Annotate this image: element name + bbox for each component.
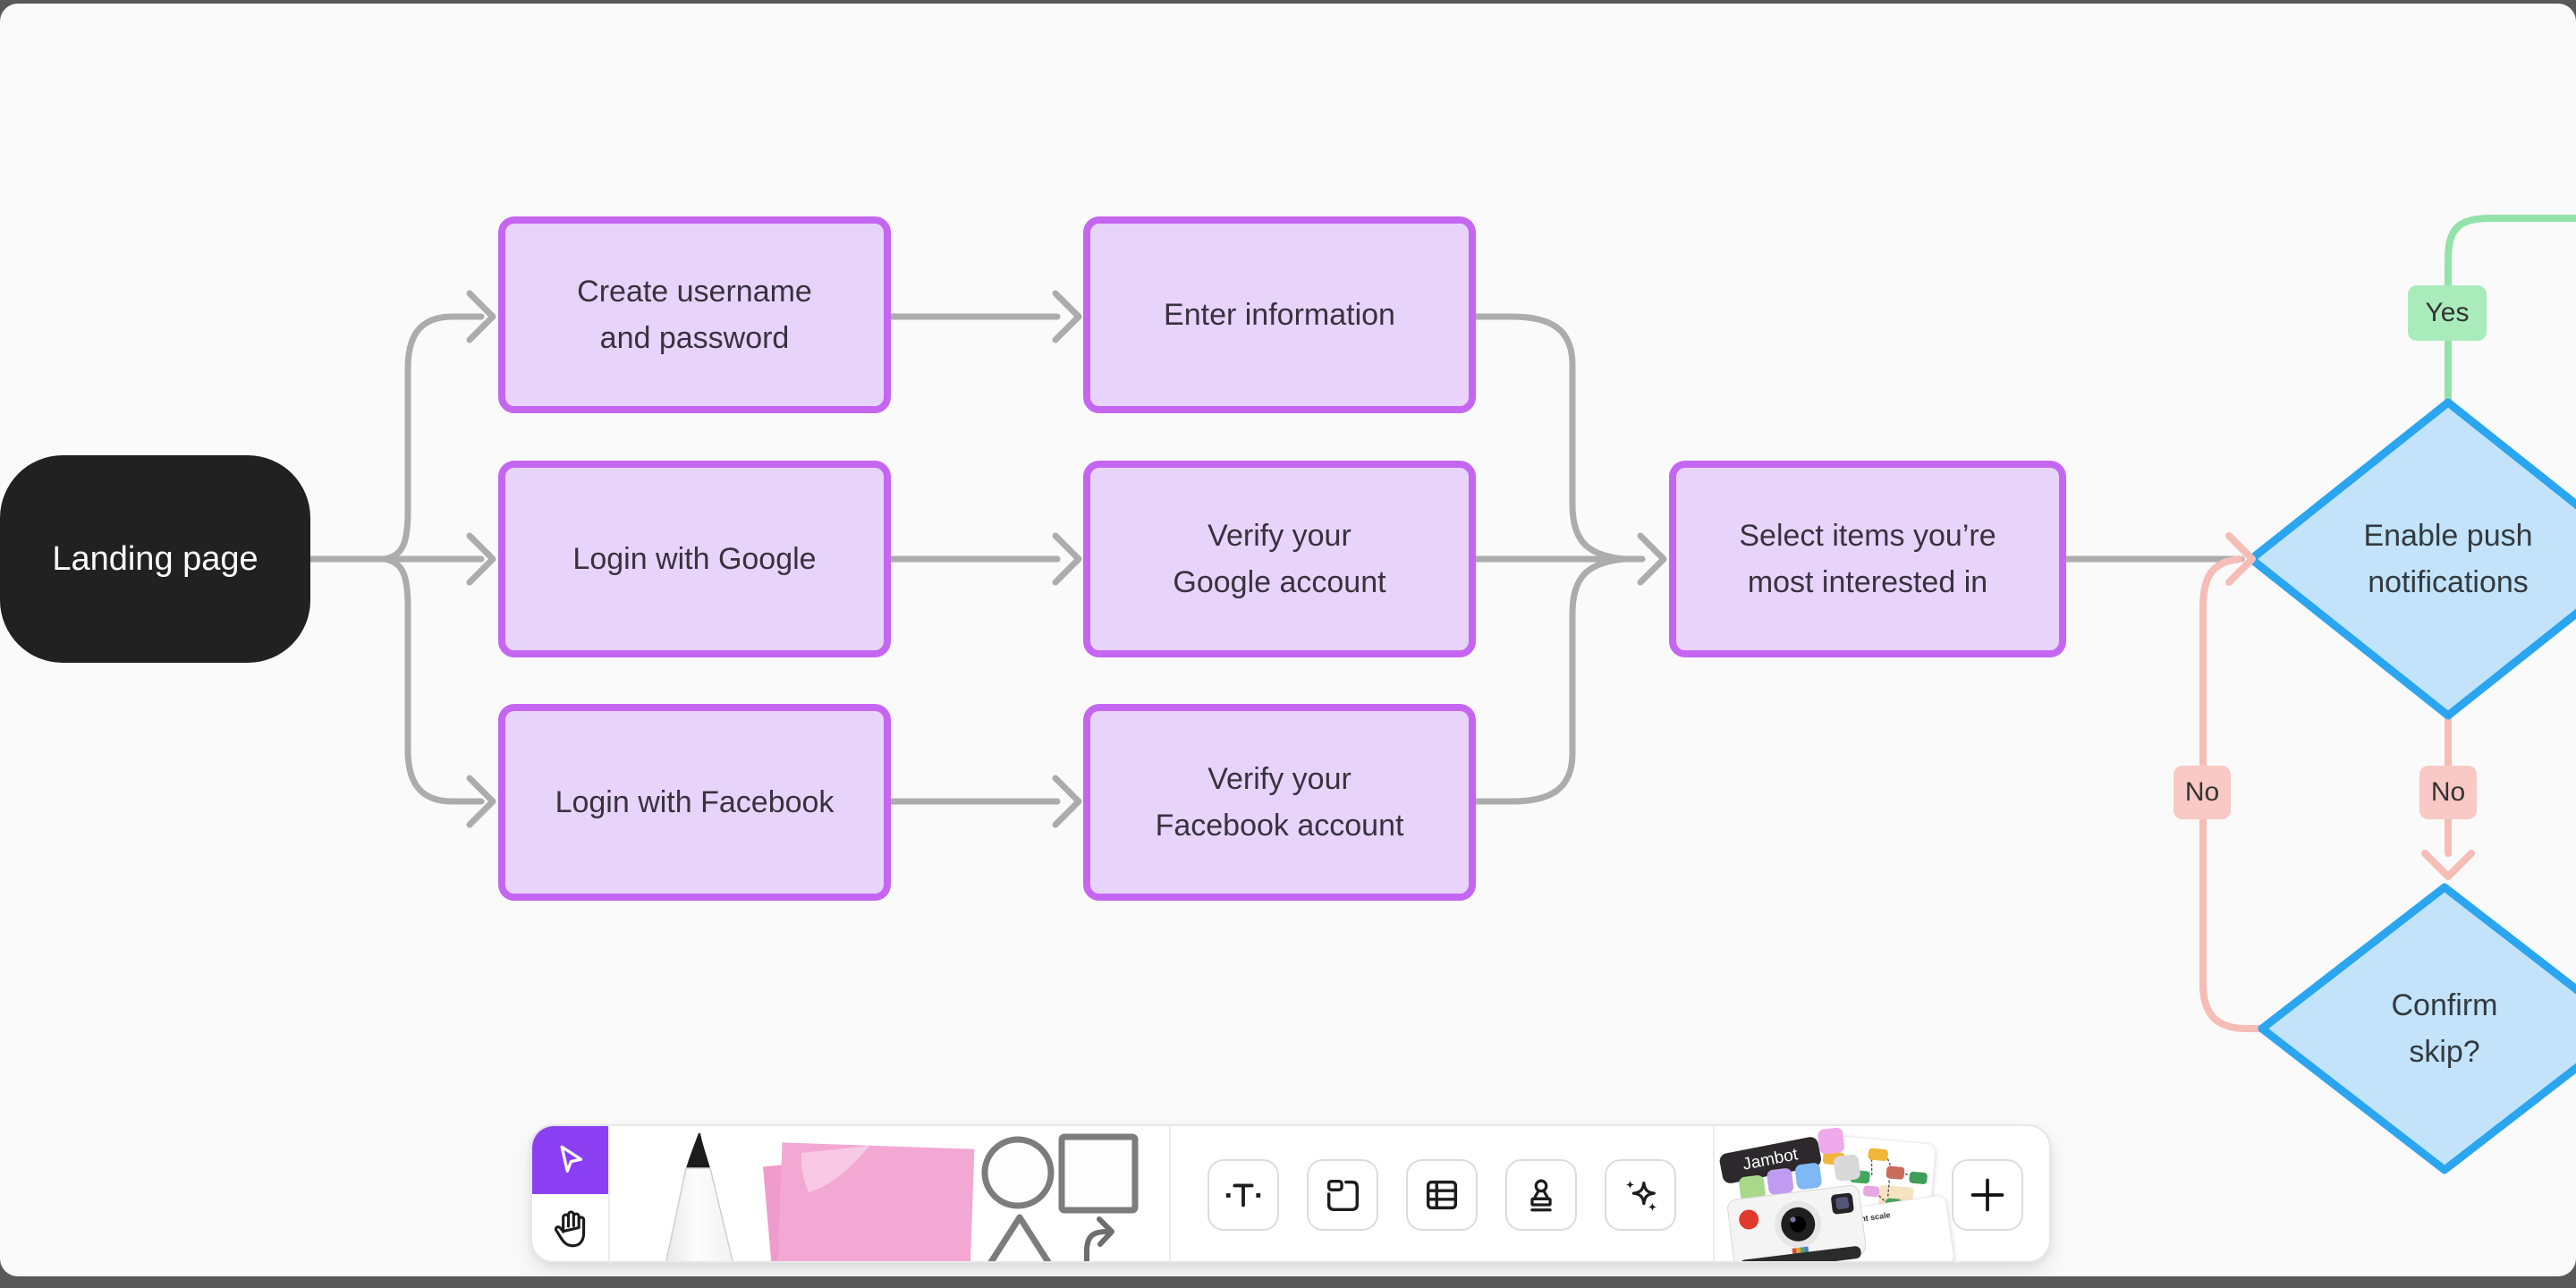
node-label: Select items you’re most interested in [1739, 519, 1996, 599]
templates-tile[interactable]: Alignment scale Jambot [1718, 1126, 1955, 1261]
toolbar-divider [608, 1126, 610, 1261]
toolbar-illustrations [665, 1133, 1139, 1261]
node-label: Verify your Facebook account [1155, 762, 1404, 843]
hand-tool-button[interactable] [532, 1194, 608, 1261]
whiteboard-canvas[interactable]: Landing page Create username and passwor… [0, 4, 2576, 1276]
cursor-icon [560, 1145, 582, 1173]
node-label: Create username and password [577, 275, 812, 355]
table-icon [1426, 1180, 1458, 1210]
node-label: Confirm skip? [2391, 988, 2498, 1069]
node-label: Enter information [1164, 298, 1395, 332]
edge-label-yes[interactable]: Yes [2408, 285, 2487, 341]
jambot-camera-thumbnail: Jambot [1717, 1126, 1872, 1261]
node-enable-push[interactable]: Enable push notifications [2296, 496, 2576, 622]
node-login-facebook[interactable]: Login with Facebook [498, 704, 891, 901]
node-label: Landing page [52, 540, 258, 578]
marker-icon [665, 1133, 733, 1261]
toolbar-divider [1169, 1126, 1171, 1261]
figjam-toolbar: Alignment scale Jambot [530, 1124, 2051, 1263]
node-label: Enable push notifications [2363, 519, 2533, 599]
select-tool-button[interactable] [532, 1126, 608, 1194]
node-create-username[interactable]: Create username and password [498, 216, 891, 413]
decision-diamonds [2247, 398, 2576, 1174]
flowchart-connectors [307, 215, 2576, 1174]
node-verify-facebook[interactable]: Verify your Facebook account [1083, 704, 1476, 901]
node-label: Login with Facebook [555, 785, 835, 819]
edge-label-text: Yes [2425, 298, 2470, 327]
section-icon [1326, 1179, 1360, 1212]
node-enter-information[interactable]: Enter information [1083, 216, 1476, 413]
sparkle-icon [1625, 1180, 1657, 1212]
toolbar-divider [1713, 1126, 1715, 1261]
node-label: Verify your Google account [1173, 519, 1386, 599]
ai-tool-button[interactable] [1605, 1159, 1676, 1231]
stamp-tool-button[interactable] [1505, 1159, 1577, 1231]
add-tool-button[interactable] [1952, 1159, 2023, 1231]
section-tool-button[interactable] [1307, 1159, 1378, 1231]
stamp-icon [1530, 1179, 1552, 1212]
node-confirm-skip[interactable]: Confirm skip? [2292, 966, 2576, 1091]
edge-label-no-left[interactable]: No [2174, 766, 2231, 819]
node-landing-page[interactable]: Landing page [0, 455, 310, 663]
shapes-icon [981, 1133, 1139, 1261]
table-tool-button[interactable] [1406, 1159, 1478, 1231]
node-login-google[interactable]: Login with Google [498, 461, 891, 657]
edge-label-text: No [2184, 777, 2220, 807]
hand-icon [554, 1209, 585, 1247]
node-label: Login with Google [572, 542, 817, 576]
text-tool-button[interactable] [1208, 1159, 1279, 1231]
sticky-note-icon [762, 1142, 975, 1261]
edge-label-no-right[interactable]: No [2419, 766, 2477, 819]
edge-label-text: No [2430, 777, 2466, 807]
node-select-items[interactable]: Select items you’re most interested in [1669, 461, 2066, 657]
plus-icon [1970, 1178, 2004, 1212]
node-verify-google[interactable]: Verify your Google account [1083, 461, 1476, 657]
text-icon [1225, 1183, 1261, 1208]
